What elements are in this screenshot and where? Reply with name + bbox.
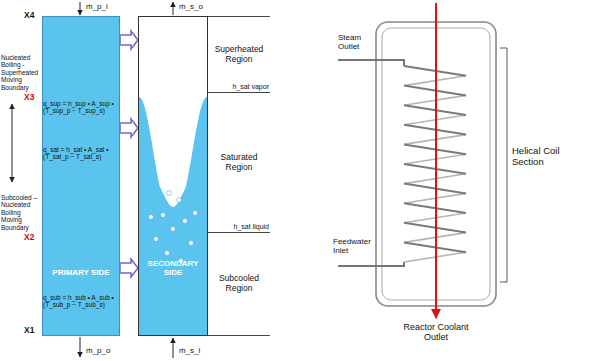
enthalpy-label: h_sat liquid: [211, 223, 269, 231]
steam-pipe: [338, 60, 404, 66]
heat-equation: q_sup = h_sup • A_sup • (T_sup_p − T_sup…: [43, 100, 119, 115]
node-text: Subcooled Region: [211, 274, 267, 294]
boundary-label: Subcooled – Nucleated Boiling Moving Bou…: [1, 194, 41, 231]
flow-label: ṁ_p_i: [86, 2, 126, 11]
part-label: Steam Outlet: [338, 33, 374, 51]
vapor-region: [139, 17, 207, 207]
feedwater-pipe: [338, 262, 404, 266]
flow-arrow: [80, 337, 81, 357]
position-label: X1: [24, 326, 41, 336]
position-label: X3: [24, 93, 41, 103]
fluid-fill: [139, 17, 207, 335]
position-label: X2: [24, 233, 41, 243]
bubble: [171, 227, 176, 232]
liquid-fill: [139, 17, 207, 335]
flow-label: ṁ_s_o: [179, 2, 219, 11]
section-label: Helical Coil Section: [512, 146, 570, 168]
region-band: Superheated Region: [208, 16, 270, 92]
position-label: X4: [24, 11, 41, 21]
secondary-column: SECONDARY SIDE: [138, 16, 208, 336]
enthalpy-label: h_sat vapor: [211, 83, 269, 91]
heat-flow-arrow: [120, 259, 138, 277]
bubble: [189, 241, 194, 246]
region-band: Saturated Region: [208, 92, 270, 232]
bubble: [183, 219, 188, 224]
boundary-label: Nucleated Boiling - Superheated Moving B…: [1, 54, 41, 91]
bubble: [167, 191, 172, 196]
bubble: [177, 198, 182, 203]
boundary-arrow: [12, 104, 13, 182]
flow-arrow: [173, 2, 174, 15]
flow-label: ṁ_s_i: [179, 346, 219, 355]
section-bracket: [500, 48, 507, 282]
node-text: Saturated Region: [211, 153, 267, 173]
flow-arrow: [80, 2, 81, 15]
coolant-line: [435, 3, 437, 318]
primary-column: PRIMARY SIDE: [42, 16, 120, 336]
flow-arrow: [173, 338, 174, 358]
heat-equation: q_sub = h_sub • A_sub • (T_sub_p − T_sub…: [43, 294, 119, 309]
bubble: [149, 215, 154, 220]
part-label: Reactor Coolant Outlet: [398, 322, 474, 343]
part-label: Feedwater Inlet: [333, 237, 375, 255]
heat-equation: q_sat = h_sat • A_sat • (T_sat_p − T_sat…: [43, 146, 119, 161]
heat-flow-arrow: [120, 119, 138, 137]
bubble: [193, 211, 198, 216]
node-text: PRIMARY SIDE: [52, 268, 109, 277]
node-text: Superheated Region: [211, 45, 267, 65]
heat-flow-arrow: [120, 31, 138, 49]
bubble: [161, 213, 166, 218]
flow-label: ṁ_p_o: [86, 346, 126, 355]
node-text: SECONDARY SIDE: [142, 259, 204, 277]
region-band: Subcooled Region: [208, 232, 270, 336]
bubble: [154, 237, 159, 242]
bubble: [165, 251, 170, 256]
